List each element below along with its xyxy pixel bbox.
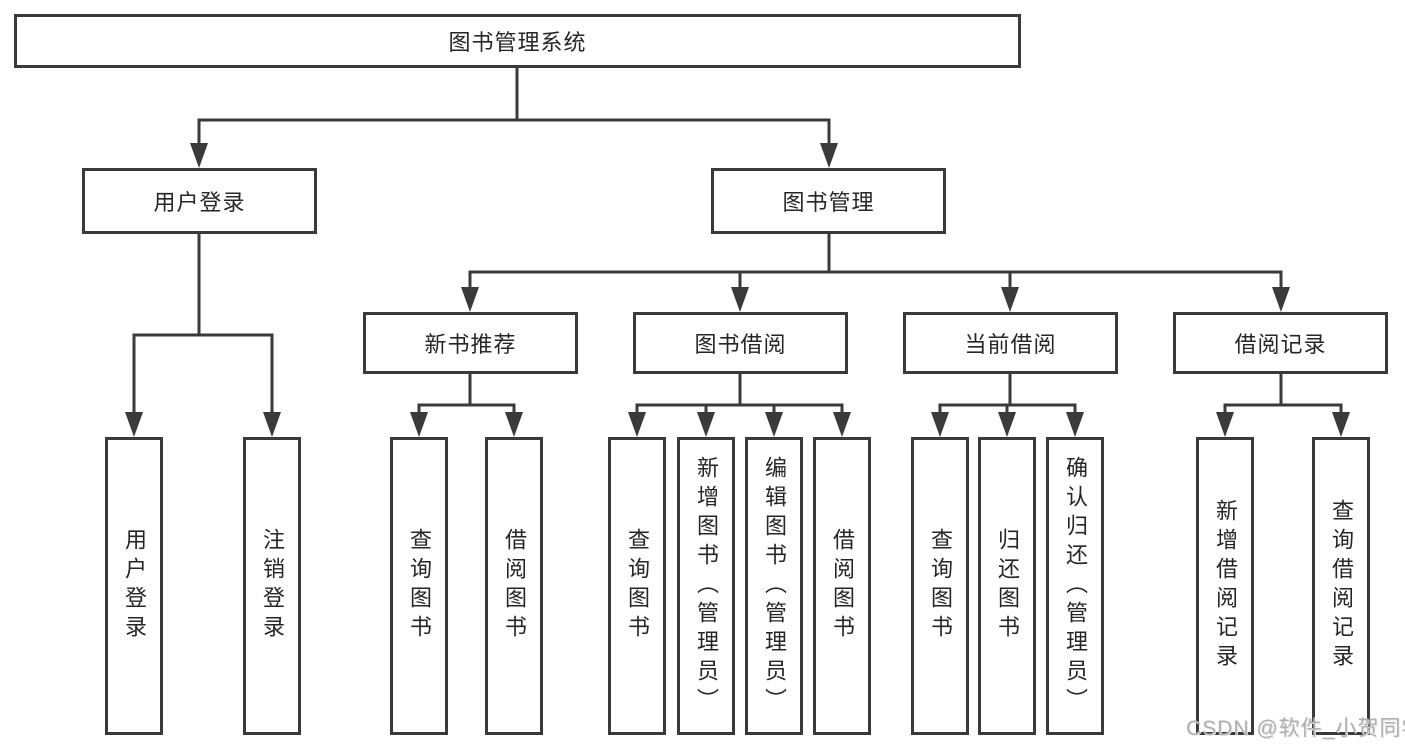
leaf-cb-confirm-return-admin: 确认归还（管理员） — [1046, 437, 1104, 735]
node-current-borrow: 当前借阅 — [903, 312, 1118, 374]
arrowhead-bb-query-icon — [628, 412, 646, 437]
connector-book-borrow — [628, 374, 851, 437]
arrowhead-cb-return-icon — [998, 412, 1016, 437]
connector-new-book-recommend — [410, 374, 523, 437]
node-book-borrow: 图书借阅 — [633, 312, 848, 374]
leaf-cb-return-books: 归还图书 — [978, 437, 1036, 735]
leaf-bb-query-books: 查询图书 — [608, 437, 666, 735]
arrowhead-cb-query-icon — [931, 412, 949, 437]
leaf-user-login: 用户登录 — [105, 437, 163, 735]
connector-book-management — [461, 234, 1290, 312]
arrowhead-nbr-borrow-icon — [505, 412, 523, 437]
arrowhead-borrow-records-icon — [1272, 287, 1290, 312]
arrowhead-br-query-icon — [1332, 412, 1350, 437]
node-borrow-records: 借阅记录 — [1173, 312, 1388, 374]
csdn-watermark: CSDN @软件_小贺同学 — [1186, 717, 1405, 740]
arrowhead-br-add-icon — [1216, 412, 1234, 437]
leaf-nbr-borrow-books: 借阅图书 — [485, 437, 543, 735]
connector-current-borrow-path — [938, 374, 1077, 414]
connector-user-login — [125, 234, 281, 437]
leaf-br-add-record: 新增借阅记录 — [1196, 437, 1254, 735]
leaf-cb-query-books: 查询图书 — [911, 437, 969, 735]
leaf-bb-add-books-admin: 新增图书（管理员） — [677, 437, 735, 735]
arrowhead-user-login-icon — [190, 143, 208, 168]
connector-current-borrow — [931, 374, 1084, 437]
arrowhead-current-borrow-icon — [1001, 287, 1019, 312]
arrowhead-book-borrow-icon — [731, 287, 749, 312]
arrowhead-bb-edit-icon — [765, 412, 783, 437]
leaf-nbr-query-books: 查询图书 — [390, 437, 448, 735]
arrowhead-bb-add-icon — [697, 412, 715, 437]
connector-root — [190, 68, 838, 168]
node-root: 图书管理系统 — [14, 14, 1021, 68]
connector-book-borrow-path — [635, 374, 844, 414]
node-new-book-recommend: 新书推荐 — [363, 312, 578, 374]
leaf-br-query-record: 查询借阅记录 — [1312, 437, 1370, 735]
connector-root-path — [197, 68, 831, 145]
arrowhead-leaf-user-login-icon — [125, 412, 143, 437]
connector-book-management-path — [468, 234, 1283, 289]
leaf-bb-edit-books-admin: 编辑图书（管理员） — [745, 437, 803, 735]
arrowhead-new-book-recommend-icon — [461, 287, 479, 312]
node-user-login: 用户登录 — [82, 168, 317, 234]
arrowhead-bb-borrow-icon — [833, 412, 851, 437]
connector-user-login-path — [132, 234, 274, 414]
node-book-management: 图书管理 — [711, 168, 946, 234]
connector-borrow-records-path — [1223, 374, 1343, 414]
arrowhead-book-management-icon — [820, 143, 838, 168]
connector-borrow-records — [1216, 374, 1350, 437]
leaf-logout: 注销登录 — [243, 437, 301, 735]
arrowhead-cb-confirm-icon — [1066, 412, 1084, 437]
leaf-bb-borrow-books: 借阅图书 — [813, 437, 871, 735]
connector-new-book-recommend-path — [417, 374, 516, 414]
arrowhead-leaf-logout-icon — [263, 412, 281, 437]
arrowhead-nbr-query-icon — [410, 412, 428, 437]
